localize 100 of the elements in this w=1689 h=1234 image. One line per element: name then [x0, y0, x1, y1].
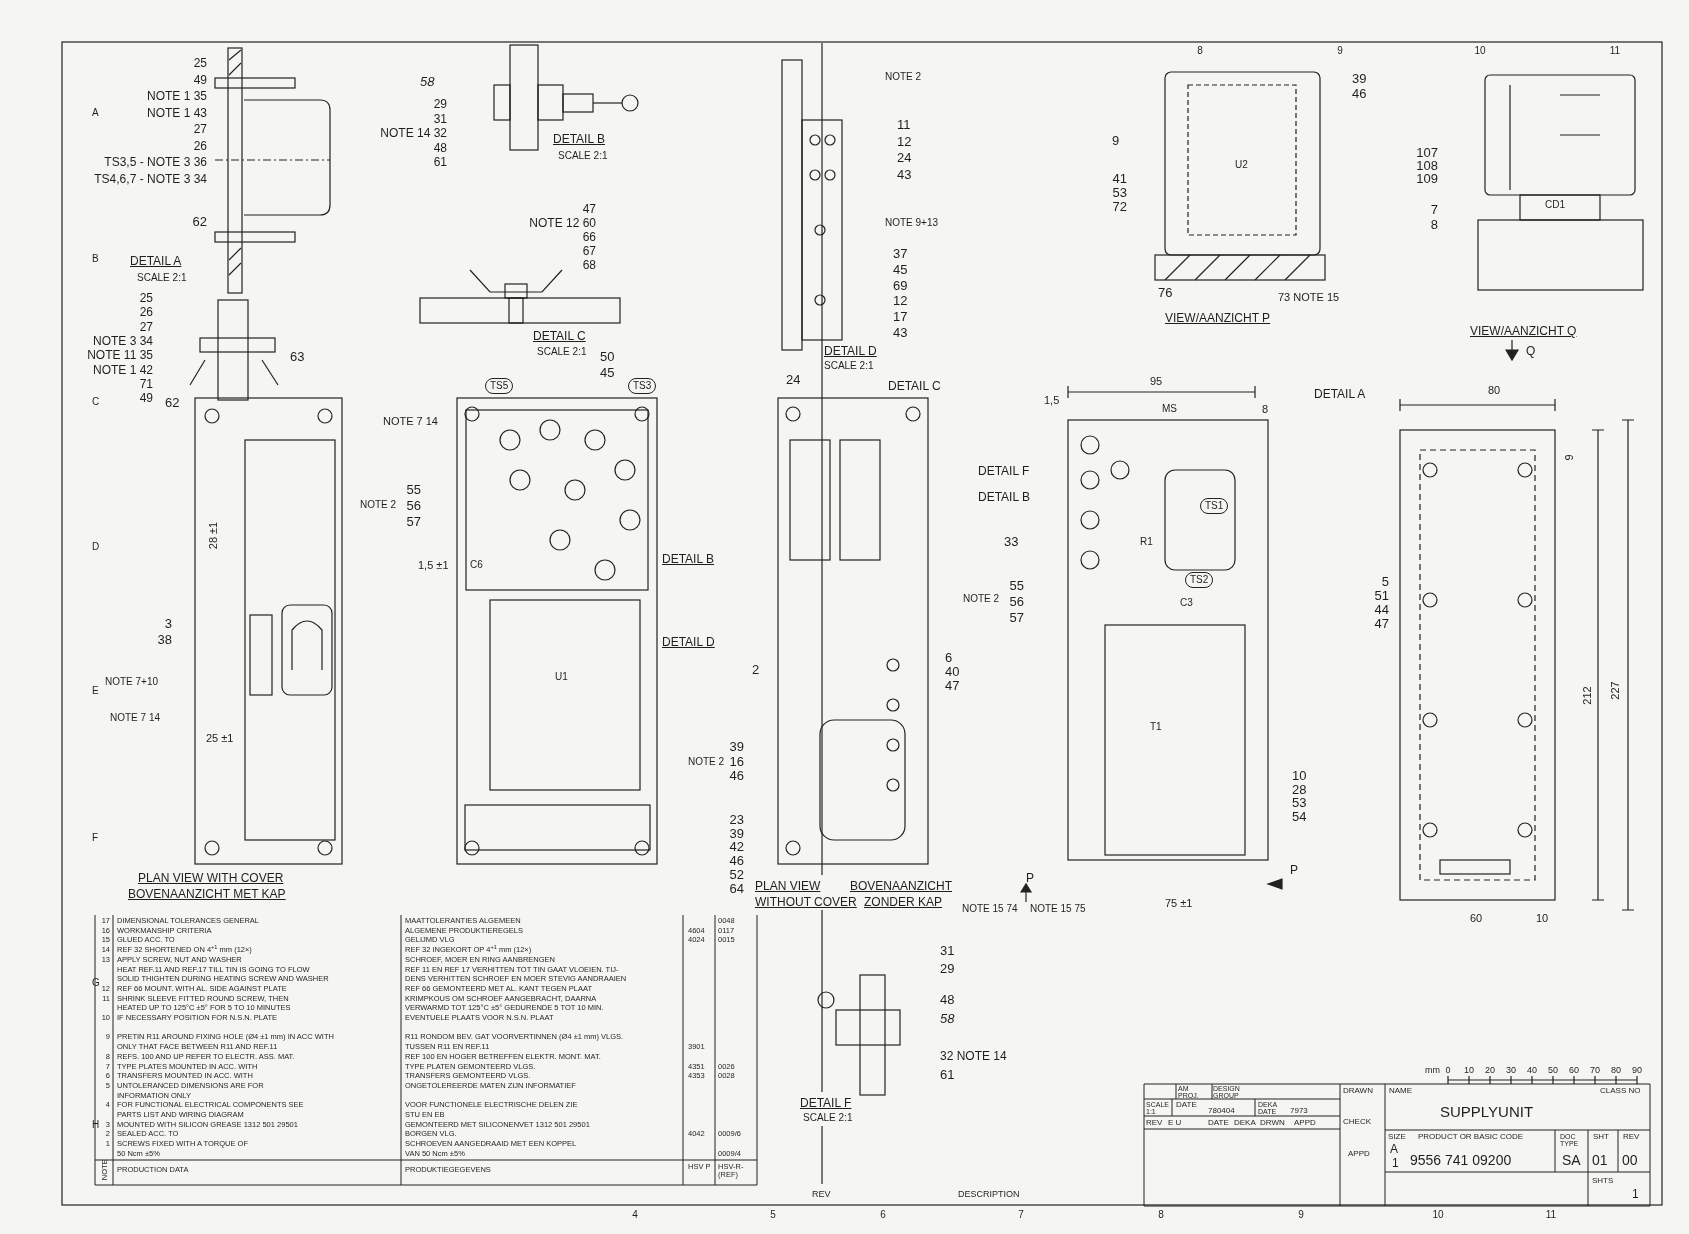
zone-marker: 10 — [1432, 1210, 1444, 1220]
title-block-text: DATE — [1208, 1119, 1229, 1127]
zone-marker: B — [92, 254, 99, 264]
callout-label: 26 — [139, 306, 153, 319]
callout-label: 49 — [139, 392, 153, 405]
callout-label: 68 — [582, 259, 596, 271]
callout-label: 55 — [406, 483, 421, 496]
callout-label: NOTE 1 35 — [146, 90, 207, 102]
callout-label: 69 — [893, 278, 908, 292]
callout-label: 6 — [945, 651, 953, 664]
callout-label: NOTE 15 74 — [962, 904, 1018, 914]
title-block-text: 00 — [1622, 1153, 1638, 1167]
zone-marker: 7 — [1018, 1210, 1024, 1220]
callout-label: NOTE 2 — [885, 72, 922, 82]
callout-label: 11 — [897, 118, 911, 131]
callout-label: 2 — [752, 663, 760, 676]
callout-label: 63 — [290, 350, 305, 363]
callout-label: 48 — [940, 993, 955, 1006]
title-block-text: REV — [1146, 1119, 1163, 1127]
title-block-text: CHECK — [1343, 1118, 1371, 1126]
callout-label: 47 — [945, 679, 960, 692]
view-title: DETAIL A — [130, 255, 182, 267]
dimension-text: 1,5 ±1 — [418, 560, 449, 571]
callout-label: 47 — [1374, 617, 1389, 630]
component-label: U2 — [1235, 160, 1248, 170]
title-block-text: SHT — [1593, 1133, 1609, 1141]
dimension-text: 95 — [1150, 376, 1163, 387]
callout-label: 10 — [1292, 769, 1307, 782]
scale-note: SCALE 2:1 — [537, 347, 587, 357]
callout-label: NOTE 7+10 — [105, 677, 159, 687]
component-label: C6 — [470, 560, 483, 570]
component-label: U1 — [555, 672, 568, 682]
callout-label: 3 — [164, 617, 172, 630]
callout-label: 12 — [897, 134, 912, 148]
callout-label: 39 — [729, 826, 744, 840]
zone-marker: H — [92, 1120, 100, 1130]
callout-label: 56 — [1009, 595, 1024, 608]
callout-label: NOTE 7 14 — [382, 416, 438, 427]
scale-bar-number: 60 — [1569, 1066, 1579, 1075]
callout-label: 57 — [1009, 611, 1024, 624]
dimension-text: 8 — [1262, 404, 1269, 415]
callout-label: TS3,5 - NOTE 3 36 — [104, 156, 207, 168]
callout-label: 53 — [1112, 186, 1127, 199]
view-title: PLAN VIEW — [755, 880, 821, 892]
callout-label: 24 — [786, 373, 801, 386]
scale-bar-number: mm — [1425, 1066, 1440, 1075]
dimension-text: 80 — [1488, 385, 1501, 396]
callout-label: 54 — [1292, 809, 1307, 823]
callout-label: NOTE 1 42 — [92, 363, 153, 376]
callout-label: 50 — [600, 350, 615, 363]
callout-label: 27 — [139, 320, 153, 333]
callout-label: NOTE 11 35 — [87, 349, 153, 362]
dimension-text: 212 — [1581, 686, 1593, 705]
callout-label: 53 — [1292, 796, 1307, 809]
view-title: WITHOUT COVER — [755, 896, 857, 908]
title-block-text: APPD — [1348, 1150, 1370, 1158]
view-title: DETAIL C — [888, 380, 941, 392]
scale-note: SCALE 2:1 — [803, 1113, 853, 1123]
view-letter: Q — [1526, 345, 1536, 357]
callout-label: 23 — [729, 813, 744, 826]
zone-marker: 6 — [880, 1210, 886, 1220]
callout-label: 29 — [433, 98, 447, 110]
zone-marker: 4 — [632, 1210, 638, 1220]
callout-label: 41 — [1112, 172, 1127, 185]
view-title: DETAIL D — [662, 636, 715, 648]
component-label: CD1 — [1545, 200, 1565, 210]
title-block-text: SHTS — [1592, 1177, 1614, 1185]
view-title: DETAIL A — [1314, 388, 1366, 400]
view-title: DETAIL F — [800, 1097, 852, 1109]
dimension-text: 60 — [1470, 913, 1483, 924]
callout-label: 38 — [157, 633, 172, 646]
dimension-text: 9 — [1563, 454, 1575, 461]
scale-bar-number: 20 — [1485, 1066, 1495, 1075]
view-title: DETAIL B — [662, 553, 714, 565]
callout-label: 72 — [1112, 200, 1127, 213]
zone-marker: G — [92, 978, 100, 988]
scale-bar-number: 30 — [1506, 1066, 1516, 1075]
callout-label: 17 — [893, 310, 908, 324]
callout-label: 8 — [1430, 218, 1438, 231]
callout-label: 42 — [729, 840, 744, 854]
zone-marker: A — [92, 108, 99, 118]
title-block-text: CLASS NO — [1600, 1087, 1641, 1095]
callout-label: 62 — [165, 396, 180, 409]
title-block-text: 01 — [1592, 1153, 1608, 1167]
callout-label: NOTE 2 — [688, 757, 725, 767]
component-label: R1 — [1140, 537, 1153, 547]
callout-label: TS4,6,7 - NOTE 3 34 — [94, 172, 207, 185]
callout-label: 67 — [582, 245, 596, 257]
callout-label: 39 — [729, 740, 744, 753]
title-block-text: 1 — [1632, 1188, 1639, 1200]
callout-label: 45 — [893, 262, 908, 276]
view-title: BOVENAANZICHT — [850, 880, 952, 892]
dimension-text: 25 ±1 — [206, 733, 234, 744]
title-block-text: PRODUCT OR BASIC CODE — [1418, 1133, 1524, 1141]
title-block-text: 9556 741 09200 — [1410, 1153, 1512, 1167]
callout-label: NOTE 9+13 — [885, 218, 939, 228]
view-letter: P — [1026, 872, 1034, 884]
component-label: T1 — [1150, 722, 1162, 732]
callout-label: NOTE 1 43 — [146, 106, 207, 119]
callout-label: 25 — [139, 292, 153, 304]
